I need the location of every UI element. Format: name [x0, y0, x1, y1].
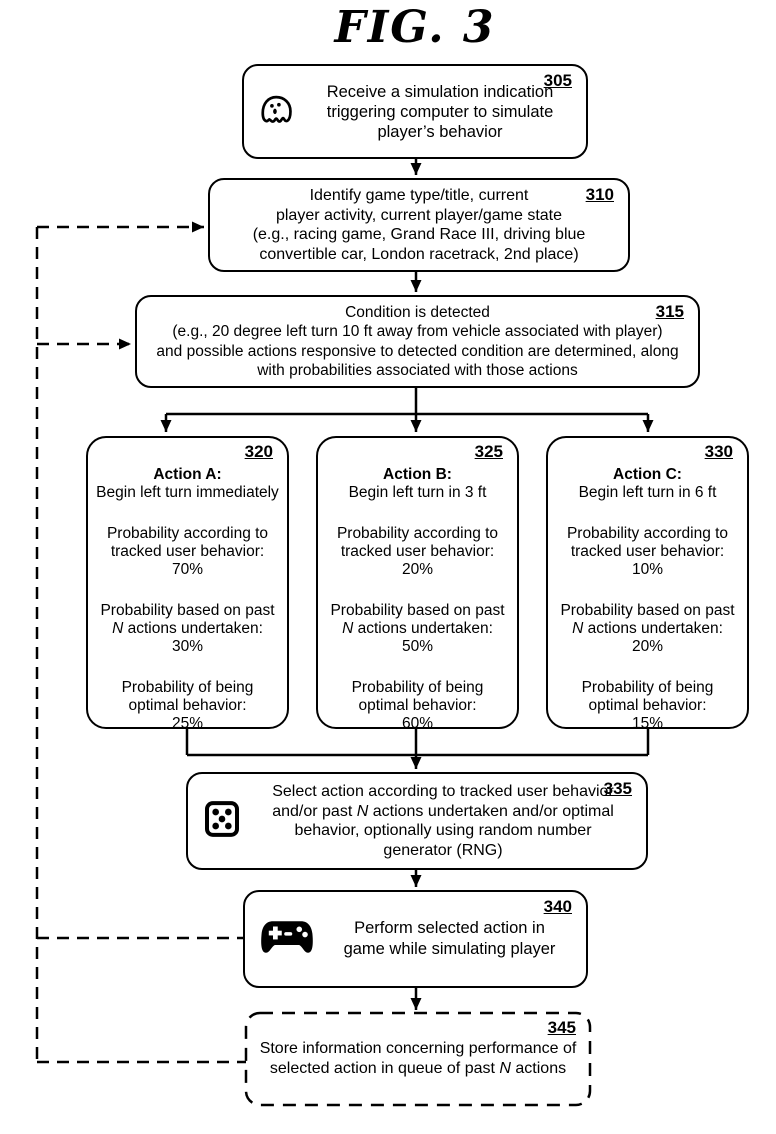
action-b-title: Action B: — [383, 466, 452, 483]
action-b-subtitle: Begin left turn in 3 ft — [348, 484, 487, 501]
step-315-text: Condition is detected (e.g., 20 degree l… — [156, 303, 679, 380]
action-b-optimal: Probability of being optimal behavior: 6… — [324, 679, 511, 733]
step-335-ref: 335 — [603, 779, 632, 798]
action-a-subtitle: Begin left turn immediately — [96, 484, 279, 501]
action-a-tracked-value: 70% — [171, 561, 204, 578]
ghost-icon — [258, 89, 296, 134]
step-345-text-line1: Store information concerning performance… — [259, 1040, 577, 1057]
action-c-box: 330 Action C: Begin left turn in 6 ft Pr… — [546, 436, 749, 732]
action-a-optimal-value: 25% — [171, 715, 204, 732]
step-310-ref: 310 — [585, 185, 614, 204]
action-a-past-value: 30% — [171, 638, 204, 655]
action-a-past: Probability based on past N actions unde… — [94, 602, 281, 656]
step-315-ref: 315 — [655, 302, 684, 321]
action-c-past: Probability based on past N actions unde… — [554, 602, 741, 656]
action-b-tracked: Probability according to tracked user be… — [324, 525, 511, 579]
step-305-box: 305 Receive a simulation indication trig… — [242, 64, 588, 159]
action-c-ref: 330 — [704, 442, 733, 461]
step-345-box: 345 Store information concerning perform… — [246, 1013, 590, 1105]
step-345-ref: 345 — [547, 1018, 576, 1037]
action-b-box: 325 Action B: Begin left turn in 3 ft Pr… — [316, 436, 519, 732]
action-b-past: Probability based on past N actions unde… — [324, 602, 511, 656]
action-a-title: Action A: — [153, 466, 222, 483]
action-b-optimal-value: 60% — [401, 715, 434, 732]
action-b-tracked-value: 20% — [401, 561, 434, 578]
action-a-ref: 320 — [244, 442, 273, 461]
action-c-tracked-value: 10% — [631, 561, 664, 578]
die-five-icon — [202, 798, 242, 845]
action-c-optimal: Probability of being optimal behavior: 1… — [554, 679, 741, 733]
step-335-text: Select action according to tracked user … — [272, 783, 614, 859]
step-340-ref: 340 — [543, 897, 572, 916]
action-c-past-value: 20% — [631, 638, 664, 655]
step-340-text: Perform selected action in game while si… — [343, 919, 556, 958]
step-340-box: 340 Perform selected action in game whil… — [243, 890, 588, 988]
action-b-past-value: 50% — [401, 638, 434, 655]
step-310-box: 310 Identify game type/title, current pl… — [208, 178, 630, 272]
figure-title: FIG. 3 — [334, 2, 496, 53]
action-c-title: Action C: — [613, 466, 682, 483]
action-c-optimal-value: 15% — [631, 715, 664, 732]
step-305-text: Receive a simulation indication triggeri… — [326, 82, 554, 141]
step-335-box: 335 Select action according to tracked u… — [186, 772, 648, 870]
action-c-subtitle: Begin left turn in 6 ft — [578, 484, 717, 501]
step-305-ref: 305 — [543, 71, 572, 90]
action-b-ref: 325 — [474, 442, 503, 461]
action-a-tracked: Probability according to tracked user be… — [94, 525, 281, 579]
gamepad-icon — [259, 917, 315, 962]
action-a-optimal: Probability of being optimal behavior: 2… — [94, 679, 281, 733]
step-345-text-line2: selected action in queue of past N actio… — [269, 1060, 567, 1077]
step-315-box: 315 Condition is detected (e.g., 20 degr… — [135, 295, 700, 388]
action-c-tracked: Probability according to tracked user be… — [554, 525, 741, 579]
step-310-text: Identify game type/title, current player… — [252, 187, 586, 263]
action-a-box: 320 Action A: Begin left turn immediatel… — [86, 436, 289, 732]
